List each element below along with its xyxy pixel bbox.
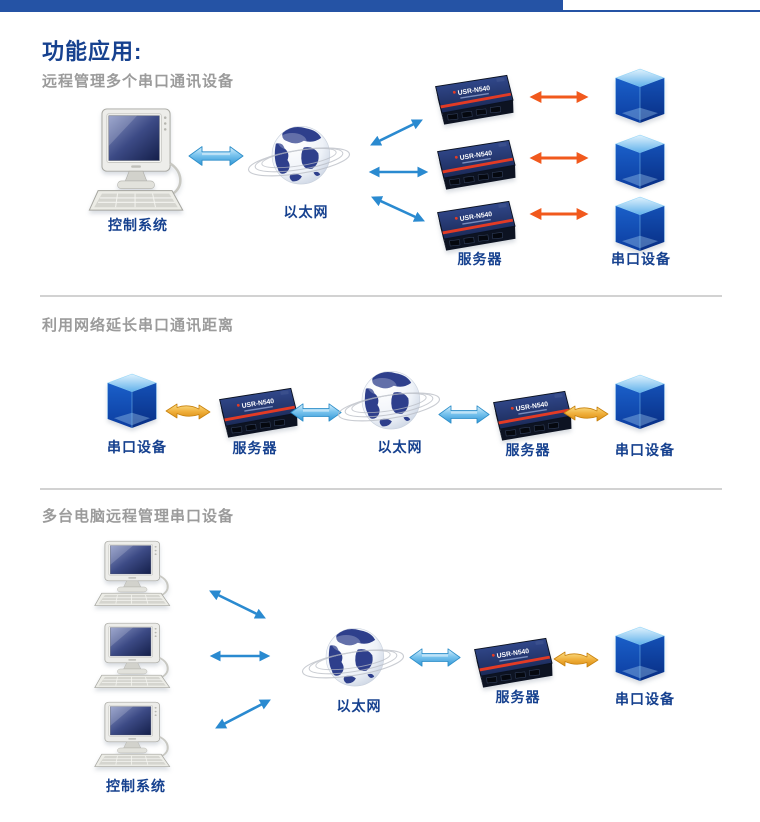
cube-icon	[615, 626, 665, 682]
fanout-arrows-icon	[368, 119, 429, 222]
section-divider	[40, 295, 722, 297]
cube-icon	[615, 68, 665, 124]
cube-icon	[615, 374, 665, 430]
ethernet-label: 以太网	[377, 439, 423, 455]
server-device-icon	[218, 387, 300, 439]
cube-icon	[615, 134, 665, 190]
globe-icon	[300, 627, 406, 687]
server-device-icon	[436, 139, 518, 191]
server-label: 服务器	[505, 442, 551, 458]
serial-device-label: 串口设备	[615, 442, 675, 458]
computer-icon	[93, 701, 171, 768]
gold-arrow-icon	[553, 651, 599, 668]
globe-icon	[336, 370, 442, 430]
cube-icon	[615, 196, 665, 252]
server-device-icon	[434, 74, 516, 126]
server-label: 服务器	[495, 689, 541, 705]
server-device-icon	[436, 200, 518, 252]
section-2-subtitle: 利用网络延长串口通讯距离	[42, 317, 235, 334]
double-arrow-icon	[188, 146, 244, 166]
control-system-label: 控制系统	[106, 778, 166, 794]
computer-icon	[88, 107, 184, 212]
serial-device-label: 串口设备	[611, 251, 671, 267]
globe-icon	[246, 125, 352, 185]
computer-icon	[93, 622, 171, 689]
cube-icon	[107, 373, 157, 429]
header-rule	[0, 10, 760, 12]
ethernet-label: 以太网	[336, 698, 382, 714]
fanin-arrows-icon	[209, 590, 271, 729]
section-3-subtitle: 多台电脑远程管理串口设备	[42, 508, 235, 525]
gold-arrow-icon	[563, 405, 609, 422]
double-arrow-icon	[438, 405, 490, 424]
ethernet-label: 以太网	[283, 204, 329, 220]
orange-arrow-icon	[529, 208, 589, 220]
orange-arrow-icon	[529, 91, 589, 103]
control-system-label: 控制系统	[108, 217, 168, 233]
orange-arrow-icon	[529, 152, 589, 164]
page-title: 功能应用:	[42, 39, 143, 64]
double-arrow-icon	[409, 648, 461, 667]
gold-arrow-icon	[165, 403, 211, 420]
server-device-icon	[473, 637, 555, 689]
server-label: 服务器	[457, 251, 503, 267]
serial-device-label: 串口设备	[107, 439, 167, 455]
computer-icon	[93, 540, 171, 607]
section-divider	[40, 488, 722, 490]
double-arrow-icon	[290, 403, 342, 422]
header-bar	[0, 0, 563, 10]
serial-device-label: 串口设备	[615, 691, 675, 707]
section-1-subtitle: 远程管理多个串口通讯设备	[42, 73, 235, 90]
server-label: 服务器	[232, 440, 278, 456]
